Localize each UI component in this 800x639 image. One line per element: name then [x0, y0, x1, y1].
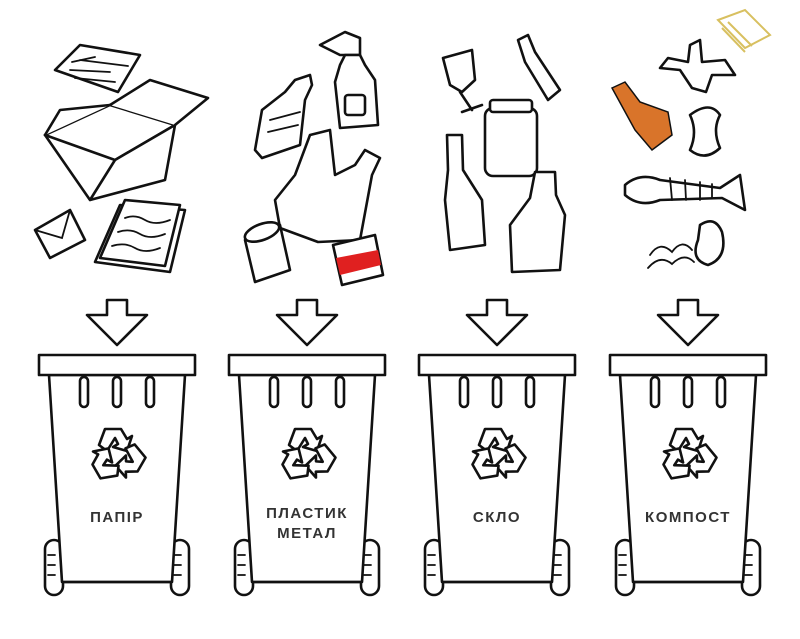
bins-row: ПАПІР ПЛАСТИК МЕТАЛ СКЛО КОМПОСТ: [37, 298, 768, 597]
bin-label: СКЛО: [473, 509, 521, 526]
lid-slot: [458, 375, 470, 409]
chicken-leg-icon: [610, 81, 673, 152]
cardboard-box-icon: [43, 78, 210, 202]
lid-slot: [301, 375, 313, 409]
lid-slot: [682, 375, 694, 409]
plastic-bottle-icon: [253, 73, 314, 160]
soda-can-icon: [331, 233, 385, 287]
spray-bottle-icon: [318, 30, 380, 130]
tin-can-icon: [243, 220, 292, 284]
bin-label: МЕТАЛ: [277, 525, 337, 542]
recycle-icon: [471, 427, 527, 480]
down-arrow-icon: [275, 298, 339, 347]
fish-bone-icon: [623, 173, 747, 212]
plastic-bag-icon: [273, 128, 382, 244]
milk-bottle-icon: [508, 170, 567, 274]
bin-glass[interactable]: СКЛО: [417, 298, 577, 597]
potato-peel-icon: [647, 220, 725, 269]
down-arrow-icon: [85, 298, 149, 347]
down-arrow-icon: [465, 298, 529, 347]
wine-bottle-icon: [443, 133, 487, 252]
bin-plastic-metal[interactable]: ПЛАСТИК МЕТАЛ: [227, 298, 387, 597]
bin-lid: [608, 353, 768, 377]
lid-slot: [78, 375, 90, 409]
recycle-icon: [662, 427, 718, 480]
bin-lid: [37, 353, 197, 377]
wheel: [359, 538, 381, 597]
wheel: [43, 538, 65, 597]
bin-compost[interactable]: КОМПОСТ: [608, 298, 768, 597]
lid-slot: [334, 375, 346, 409]
jar-icon: [483, 98, 539, 178]
bin-label: КОМПОСТ: [645, 509, 731, 526]
banana-peel-icon: [658, 38, 737, 94]
lid-slot: [715, 375, 727, 409]
apple-core-icon: [688, 106, 722, 157]
newspaper-icon: [53, 43, 142, 94]
bin-paper[interactable]: ПАПІР: [37, 298, 197, 597]
paper-items: [33, 43, 210, 274]
lid-slot: [111, 375, 123, 409]
recycle-icon: [281, 427, 337, 480]
bin-lid: [227, 353, 387, 377]
document-pages-icon: [93, 198, 187, 274]
lid-slot: [524, 375, 536, 409]
book-logo-icon: [716, 8, 772, 53]
lid-slot: [268, 375, 280, 409]
envelope-icon: [33, 208, 87, 260]
lid-slot: [144, 375, 156, 409]
wine-glass-icon: [441, 48, 484, 114]
glass-bottle-blue-icon: [516, 33, 562, 102]
bin-label: ПАПІР: [90, 509, 144, 526]
bin-label: ПЛАСТИК: [266, 505, 348, 522]
down-arrow-icon: [656, 298, 720, 347]
glass-items: [441, 33, 567, 274]
recycle-icon: [91, 427, 147, 480]
lid-slot: [649, 375, 661, 409]
lid-slot: [491, 375, 503, 409]
plastic-metal-items: [243, 30, 385, 287]
compost-items: [610, 8, 772, 269]
bin-lid: [417, 353, 577, 377]
